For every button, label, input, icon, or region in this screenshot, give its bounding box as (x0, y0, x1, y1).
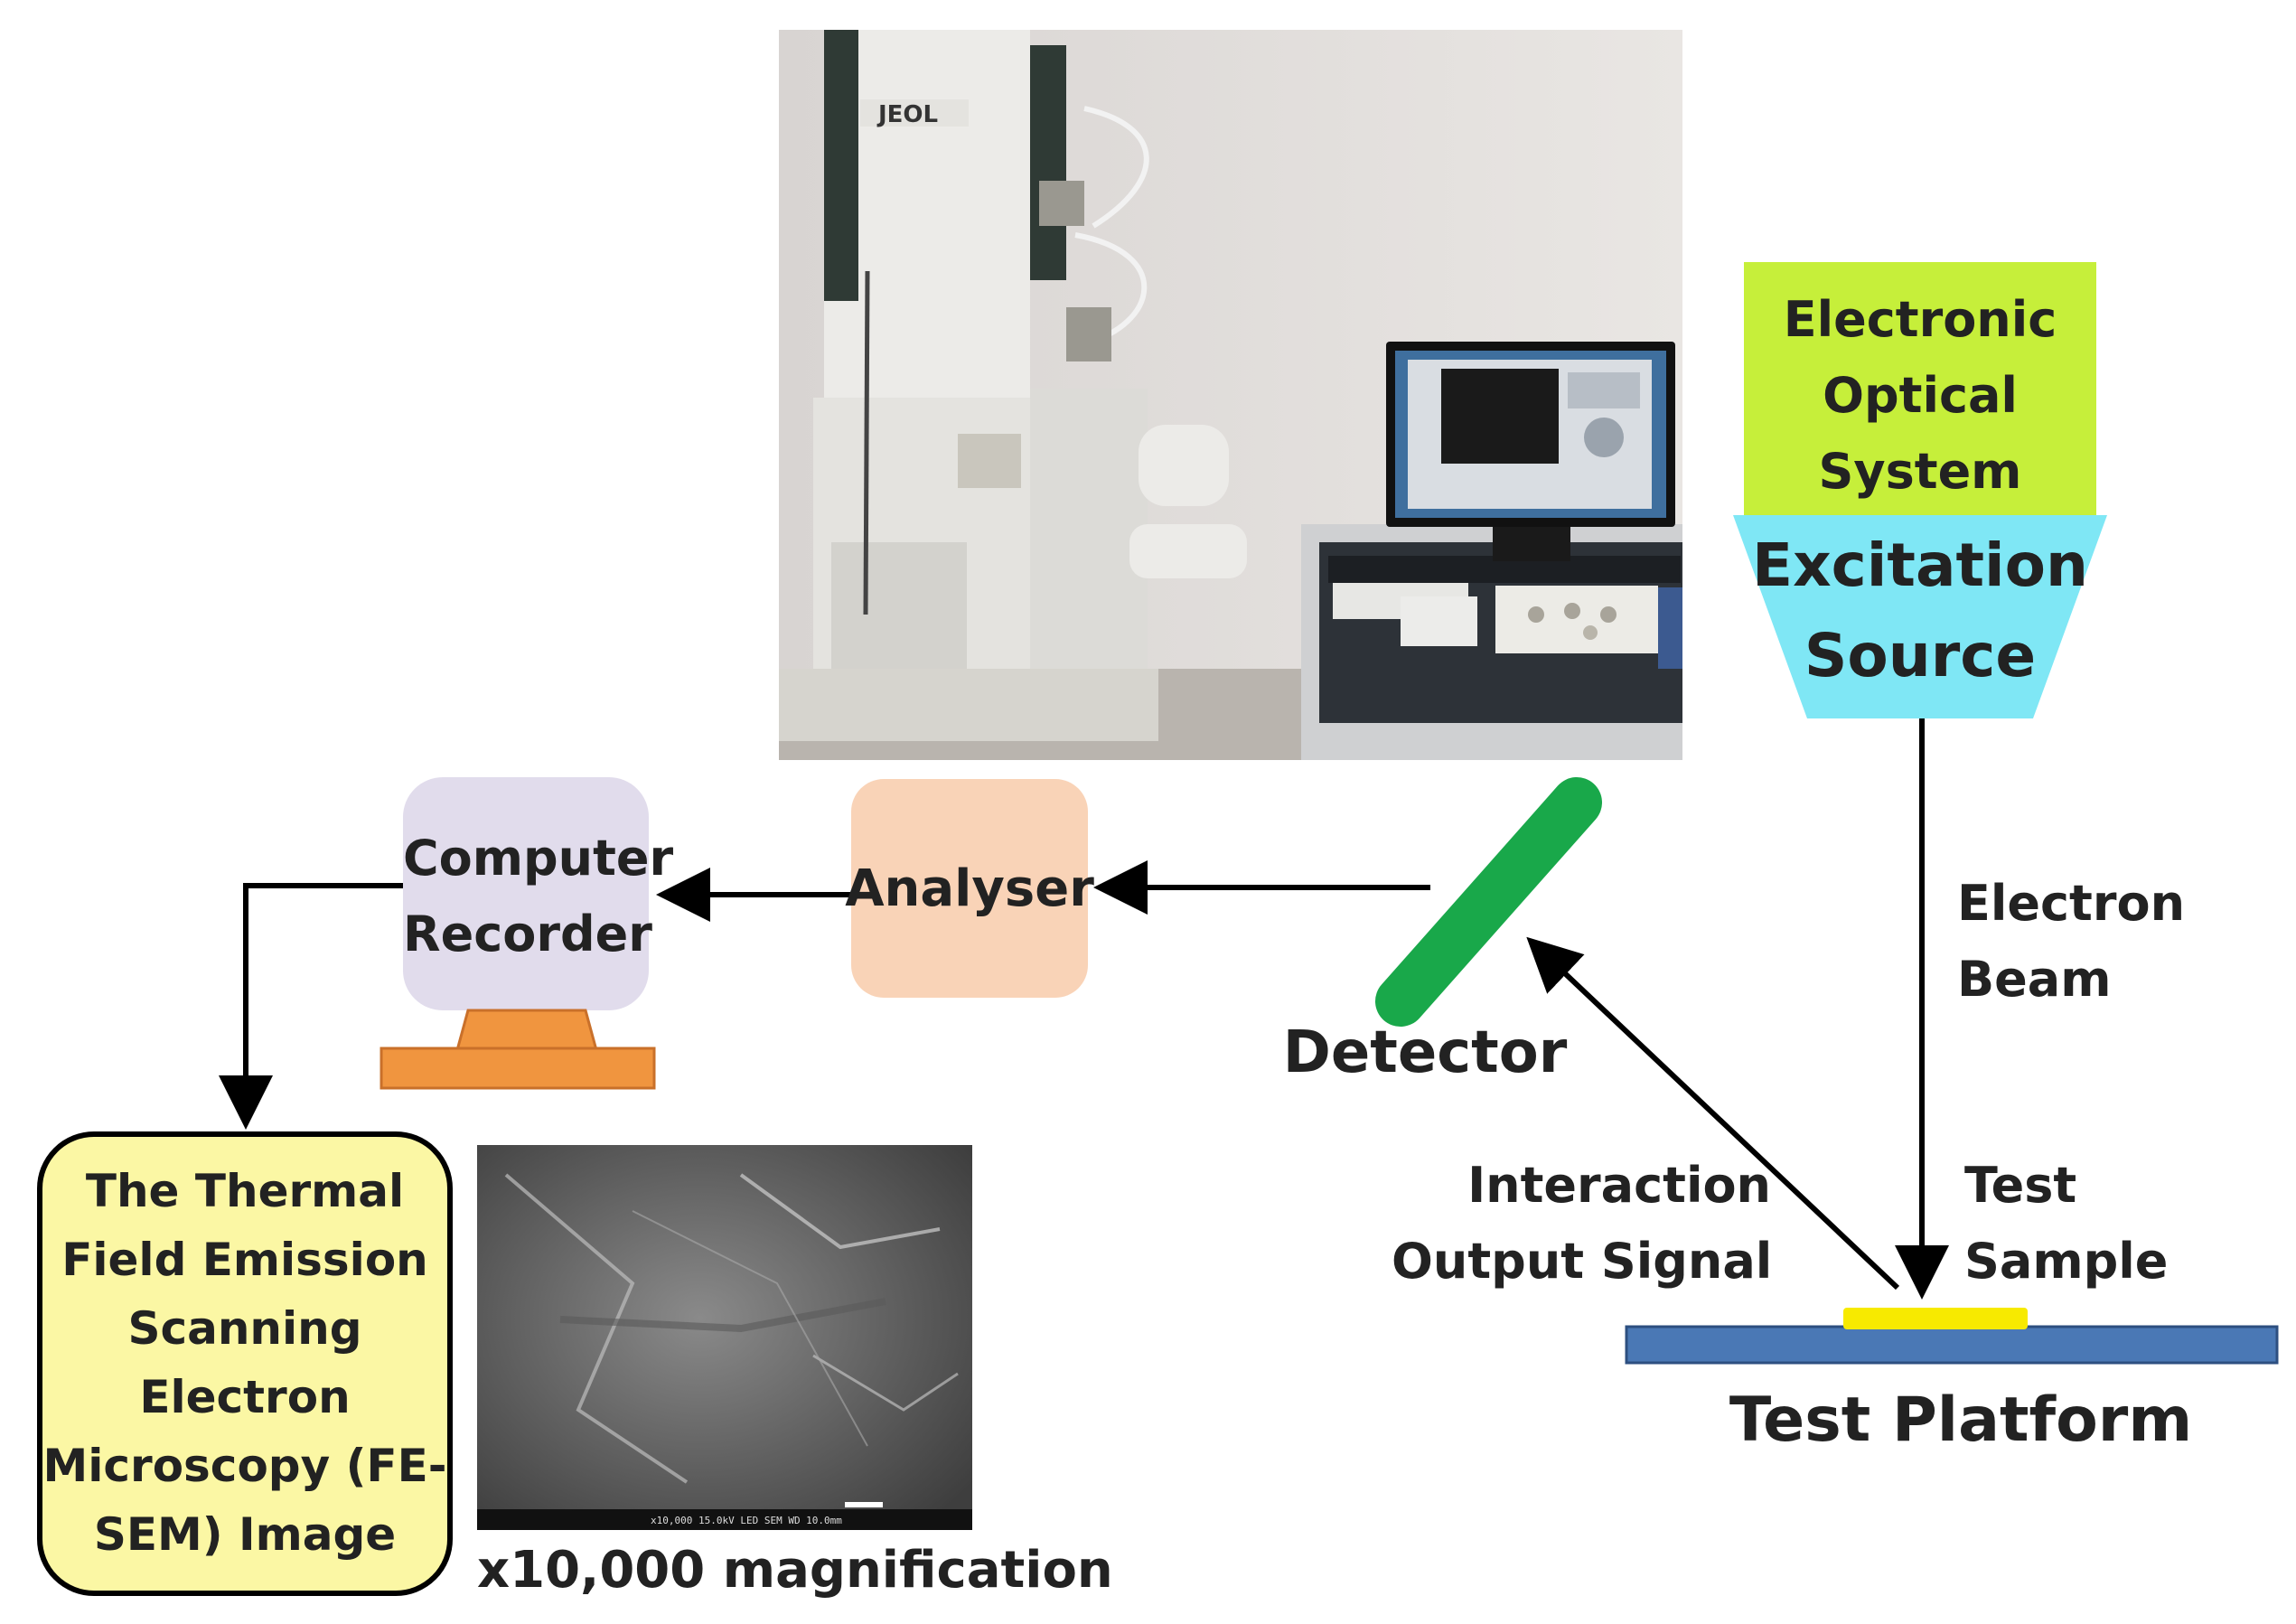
fesem-image-box (37, 1131, 453, 1596)
fesem-line6: SEM) Image (93, 1508, 397, 1561)
test-sample-label: Test Sample (1964, 1148, 2168, 1300)
excitation-source-line2: Source (1804, 621, 2037, 690)
fesem-line1: The Thermal (85, 1165, 405, 1217)
optical-system-line2: Optical (1823, 367, 2018, 424)
test-platform-label: Test Platform (1729, 1385, 2193, 1456)
analyser-label: Analyser (845, 859, 1094, 918)
interaction-signal-arrow (1526, 936, 1900, 1291)
computer-monitor-box (403, 777, 649, 1010)
test-sample-line1: Test (1964, 1157, 2077, 1214)
computer-to-image-arrow (219, 883, 403, 1130)
detector-label: Detector (1282, 1019, 1568, 1086)
test-sample-line2: Sample (1964, 1233, 2169, 1290)
test-platform-bar (1625, 1325, 2279, 1365)
sem-footer-text: x10,000 15.0kV LED SEM WD 10.0mm (651, 1515, 842, 1526)
microscope-photo: JEOL (779, 30, 1682, 760)
fesem-line5: Microscopy (FE- (42, 1440, 447, 1492)
sem-micrograph: x10,000 15.0kV LED SEM WD 10.0mm (477, 1145, 972, 1530)
fesem-line4: Electron (139, 1371, 351, 1423)
interaction-signal-line1: Interaction (1467, 1157, 1771, 1214)
interaction-signal-line2: Output Signal (1392, 1233, 1773, 1290)
fesem-line2: Field Emission (61, 1234, 428, 1286)
optical-system-line1: Electronic (1783, 291, 2057, 348)
interaction-signal-label: Interaction Output Signal (1392, 1148, 1773, 1300)
excitation-source-trapezoid (1733, 515, 2107, 718)
optical-system-line3: System (1818, 443, 2022, 500)
excitation-source-block (1733, 262, 2107, 718)
excitation-source-line1: Excitation (1752, 530, 2088, 600)
fesem-line3: Scanning (127, 1302, 362, 1355)
analyser-box (851, 779, 1088, 998)
computer-recorder-line1: Computer (403, 830, 674, 887)
computer-stand-neck (455, 1009, 598, 1052)
computer-recorder-label: Computer Recorder (403, 821, 674, 972)
electron-beam-label: Electron Beam (1957, 866, 2185, 1018)
computer-recorder-line2: Recorder (403, 906, 652, 962)
electron-beam-line2: Beam (1957, 951, 2112, 1008)
magnification-label: x10,000 magnification (477, 1541, 1113, 1600)
fesem-image-label: The Thermal Field Emission Scanning Elec… (40, 1157, 450, 1569)
test-sample-bar (1843, 1308, 2028, 1329)
optical-system-label: Electronic Optical System (1744, 282, 2096, 510)
computer-stand-base (380, 1047, 656, 1090)
excitation-source-label: Excitation Source (1733, 521, 2107, 701)
optical-system-box (1744, 262, 2096, 517)
detector-plate (1375, 777, 1602, 1027)
electron-beam-line1: Electron (1957, 875, 2186, 932)
jeol-logo: JEOL (876, 101, 938, 128)
